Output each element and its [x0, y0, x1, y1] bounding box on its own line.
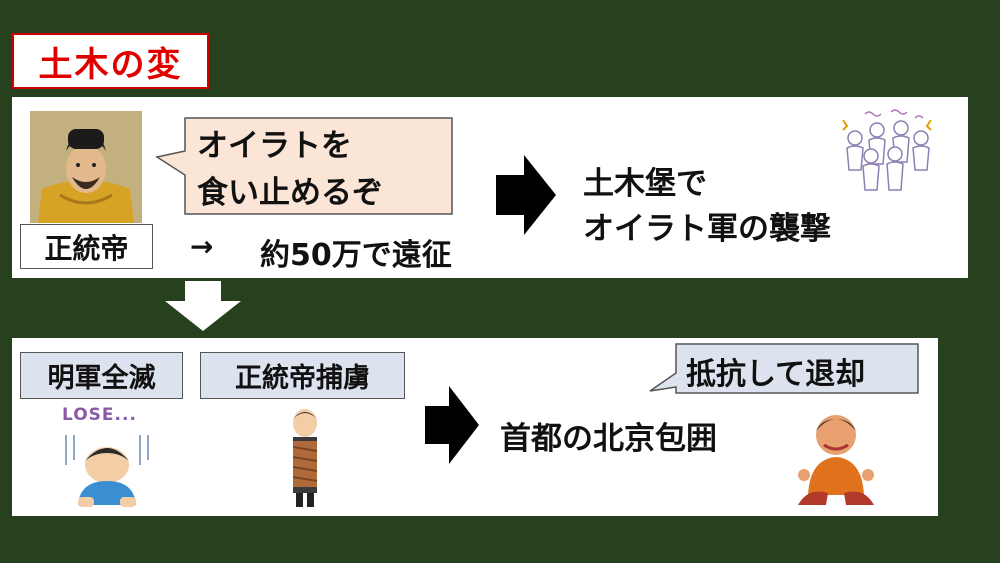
arrow-text: → — [190, 230, 214, 263]
arrow-down-icon — [165, 281, 241, 331]
arrow-right-icon — [425, 386, 479, 464]
fighter-illustration — [788, 405, 883, 510]
captured-emperor-illustration — [285, 405, 325, 510]
result-line-2: オイラト軍の襲撃 — [583, 211, 831, 247]
speech-line-2: 食い止めるぞ — [197, 175, 383, 211]
top-panel — [12, 97, 968, 278]
speech-line-1: オイラトを — [197, 128, 352, 164]
speech-bubble: オイラトを 食い止めるぞ — [155, 117, 455, 217]
emperor-portrait — [30, 111, 142, 223]
arrow-right-icon — [496, 155, 556, 235]
siege-text: 首都の北京包囲 — [500, 421, 717, 457]
result-line-1: 土木堡で — [583, 166, 707, 202]
speech-bubble: 抵抗して退却 — [648, 343, 920, 395]
speech-text: 抵抗して退却 — [686, 357, 866, 392]
emperor-label: 正統帝 — [20, 224, 153, 269]
page-title: 土木の変 — [12, 33, 209, 89]
crowd-attack-icon — [835, 108, 940, 198]
army-defeat-label: 明軍全滅 — [20, 352, 183, 399]
expedition-text: 約50万で遠征 — [260, 238, 452, 273]
lose-illustration: LOSE... — [60, 405, 160, 510]
lose-text: LOSE... — [62, 405, 137, 425]
emperor-captured-label: 正統帝捕虜 — [200, 352, 405, 399]
